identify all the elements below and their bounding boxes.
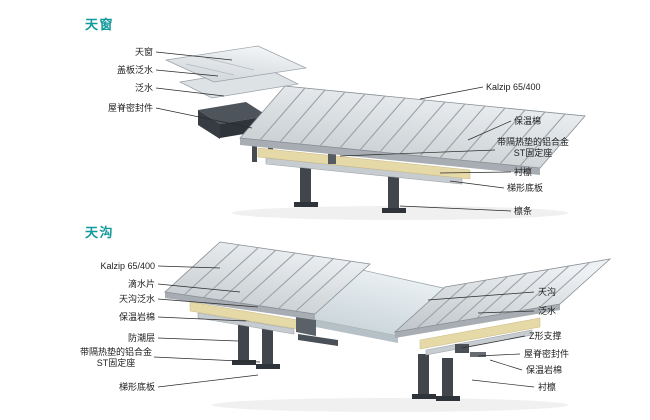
gutter-front-face <box>305 318 398 343</box>
leader-line <box>157 316 247 322</box>
leader-line <box>427 291 535 301</box>
leader-line <box>461 335 526 349</box>
leader-line <box>449 180 505 189</box>
z-support-piece <box>455 344 469 353</box>
label-ridge-seal-top: 屋脊密封件 <box>107 103 153 113</box>
leader-line <box>157 283 241 293</box>
leader-line <box>155 69 219 77</box>
leader-line <box>489 359 523 371</box>
label-liner-purlin-bottom: 衬檩 <box>538 382 557 392</box>
leader-line <box>155 87 225 97</box>
st-clip-piece <box>298 334 338 346</box>
label-st-clip-bottom-line2: ST固定座 <box>96 358 136 368</box>
label-st-clip-bottom: 带隔热垫的铝合金 ST固定座 <box>80 347 152 369</box>
gutter-diagram <box>164 241 612 412</box>
leader-line <box>155 51 233 61</box>
leader-line <box>157 337 239 342</box>
right-panel-edge <box>395 304 560 338</box>
purlin-supports <box>232 320 460 401</box>
leader-line <box>399 205 512 212</box>
label-gutter-flashing: 天沟泛水 <box>118 294 155 304</box>
leader-line <box>467 120 512 141</box>
leader-line <box>477 353 521 357</box>
trapezoidal-deck-right <box>425 329 533 356</box>
label-st-clip-top-line2: ST固定座 <box>513 148 553 158</box>
insulation-right <box>419 317 541 350</box>
trapezoidal-deck-left <box>197 312 295 335</box>
section-title-gutter: 天沟 <box>85 225 115 240</box>
leader-line <box>471 379 535 388</box>
shadow <box>212 398 568 412</box>
leader-line <box>477 310 535 314</box>
leader-line <box>157 265 221 269</box>
label-z-support: Z形支撑 <box>529 331 562 341</box>
label-cover-flashing: 盖板泛水 <box>116 65 153 75</box>
label-rockwool-right: 保温岩棉 <box>526 365 563 375</box>
section-title-skylight: 天窗 <box>85 17 115 32</box>
leader-line <box>153 356 261 363</box>
label-rockwool-left: 保温岩棉 <box>118 312 155 322</box>
label-trapezoidal-deck-bottom: 梯形底板 <box>118 382 155 392</box>
insulation-layer <box>257 147 471 180</box>
leader-line <box>155 107 253 129</box>
label-flashing-bottom: 泛水 <box>538 306 557 316</box>
label-kalzip-bottom: Kalzip 65/400 <box>100 261 155 271</box>
left-panel-ribs <box>183 244 352 312</box>
roof-panel-edge <box>240 138 540 175</box>
label-st-clip-top: 带隔热垫的铝合金 ST固定座 <box>497 137 569 159</box>
label-purlin: 檩条 <box>514 206 533 216</box>
leader-line <box>419 86 484 100</box>
label-vapor-barrier: 防潮层 <box>127 333 155 343</box>
roof-panel-ribs <box>259 87 566 167</box>
label-flashing-top: 泛水 <box>134 83 153 93</box>
leader-line <box>157 374 259 388</box>
label-st-clip-bottom-line1: 带隔热垫的铝合金 <box>79 347 152 357</box>
leader-line <box>439 171 512 174</box>
leader-line <box>157 298 259 308</box>
label-st-clip-top-line1: 带隔热垫的铝合金 <box>497 137 570 147</box>
label-gutter: 天沟 <box>538 287 557 297</box>
label-insulation-top: 保温棉 <box>514 116 542 126</box>
label-trapezoidal-deck-top: 梯形底板 <box>507 183 544 193</box>
label-drip-flashing: 滴水片 <box>127 279 155 289</box>
label-liner-purlin-top: 衬檩 <box>514 167 533 177</box>
skylight-flashing <box>164 45 308 99</box>
label-kalzip-top: Kalzip 65/400 <box>486 82 541 92</box>
leader-lines <box>153 51 535 388</box>
label-skylight: 天窗 <box>134 47 153 57</box>
st-clip <box>328 148 336 164</box>
drip-flashing-piece <box>296 316 316 336</box>
label-ridge-seal-bottom: 屋脊密封件 <box>524 349 570 359</box>
seal-piece <box>470 352 486 357</box>
leader-line <box>339 149 496 157</box>
left-panel-edge <box>165 292 315 320</box>
skylight-diagram <box>164 45 586 220</box>
